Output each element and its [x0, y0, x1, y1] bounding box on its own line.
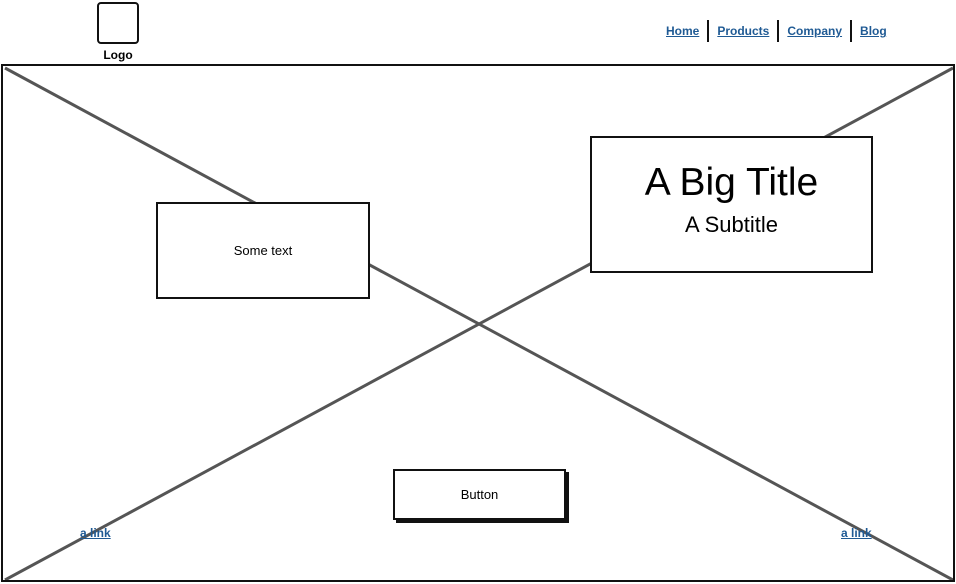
hero-link-right[interactable]: a link — [841, 526, 872, 540]
nav-divider — [850, 20, 853, 42]
primary-button-label: Button — [460, 487, 499, 502]
primary-button[interactable]: Button — [393, 469, 566, 520]
page-subtitle: A Subtitle — [685, 212, 778, 237]
hero-image-placeholder: Some text A Big Title A Subtitle Button … — [1, 64, 955, 582]
text-panel-label: Some text — [233, 243, 293, 258]
page-title: A Big Title — [644, 161, 819, 204]
logo-image[interactable] — [97, 2, 139, 44]
nav-divider — [707, 20, 710, 42]
title-panel: A Big Title A Subtitle — [590, 136, 873, 273]
nav-home-link[interactable]: Home — [666, 24, 700, 38]
nav-blog-link[interactable]: Blog — [860, 24, 887, 38]
logo-label: Logo — [103, 48, 133, 62]
nav-company-link[interactable]: Company — [787, 24, 843, 38]
hero-link-left[interactable]: a link — [80, 526, 111, 540]
nav-products-link[interactable]: Products — [717, 24, 770, 38]
nav-divider — [777, 20, 780, 42]
text-panel: Some text — [156, 202, 370, 299]
top-nav: Home Products Company Blog — [660, 20, 893, 42]
